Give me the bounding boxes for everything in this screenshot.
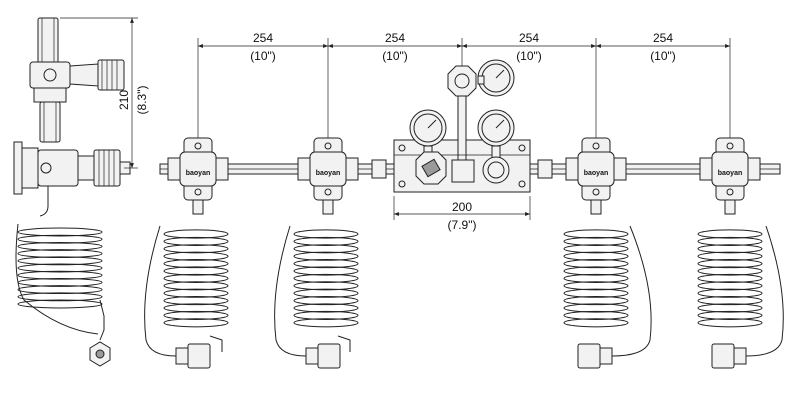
- dim-1-imperial: (10"): [250, 49, 276, 63]
- dim-3-metric: 254: [519, 31, 539, 45]
- brand-label: baoyan: [584, 170, 609, 177]
- side-height-imperial: (8.3"): [135, 86, 149, 115]
- coil-1: [163, 229, 229, 328]
- pigtail-coils: [163, 229, 763, 328]
- side-coil-turns: [17, 227, 103, 309]
- coil-2: [293, 229, 359, 328]
- brand-label: baoyan: [316, 170, 341, 177]
- dim-4-imperial: (10"): [650, 49, 676, 63]
- valve-station-2: baoyan: [297, 137, 359, 215]
- valve-station-1: baoyan: [167, 137, 229, 215]
- panel-width-imperial: (7.9"): [448, 218, 477, 232]
- pressure-gauge-icon: [477, 59, 515, 97]
- coil-3: [563, 229, 629, 328]
- side-height-metric: 210: [117, 90, 131, 110]
- dim-2-metric: 254: [385, 31, 405, 45]
- valve-handle-icon: [415, 151, 447, 185]
- pigtail-ends: [144, 225, 784, 369]
- fitting-nut-icon: [317, 343, 341, 369]
- valve-station-3: baoyan: [565, 137, 627, 215]
- dim-2-imperial: (10"): [382, 49, 408, 63]
- dim-4-metric: 254: [653, 31, 673, 45]
- regulator-body-icon: [482, 156, 510, 184]
- fitting-nut-icon: [711, 343, 735, 369]
- regulator-knob-icon: [447, 65, 477, 97]
- pressure-gauge-icon: [477, 109, 515, 159]
- dim-1-metric: 254: [253, 31, 273, 45]
- brand-label: baoyan: [186, 170, 211, 177]
- fitting-nut-icon: [577, 343, 601, 369]
- side-nut-icon: [89, 341, 111, 367]
- side-view: 210 (8.3"): [13, 17, 149, 367]
- brand-label: baoyan: [718, 170, 743, 177]
- pressure-gauge-icon: [409, 109, 447, 159]
- top-dimensions: 254 (10") 254 (10") 254 (10") 254 (10"): [197, 31, 731, 140]
- dim-3-imperial: (10"): [516, 49, 542, 63]
- coil-4: [697, 229, 763, 328]
- valve-station-4: baoyan: [699, 137, 761, 215]
- fitting-nut-icon: [187, 343, 211, 369]
- panel-width-metric: 200: [452, 200, 472, 214]
- side-pigtail-coil: [17, 227, 103, 309]
- regulator-panel: 200 (7.9"): [371, 59, 553, 232]
